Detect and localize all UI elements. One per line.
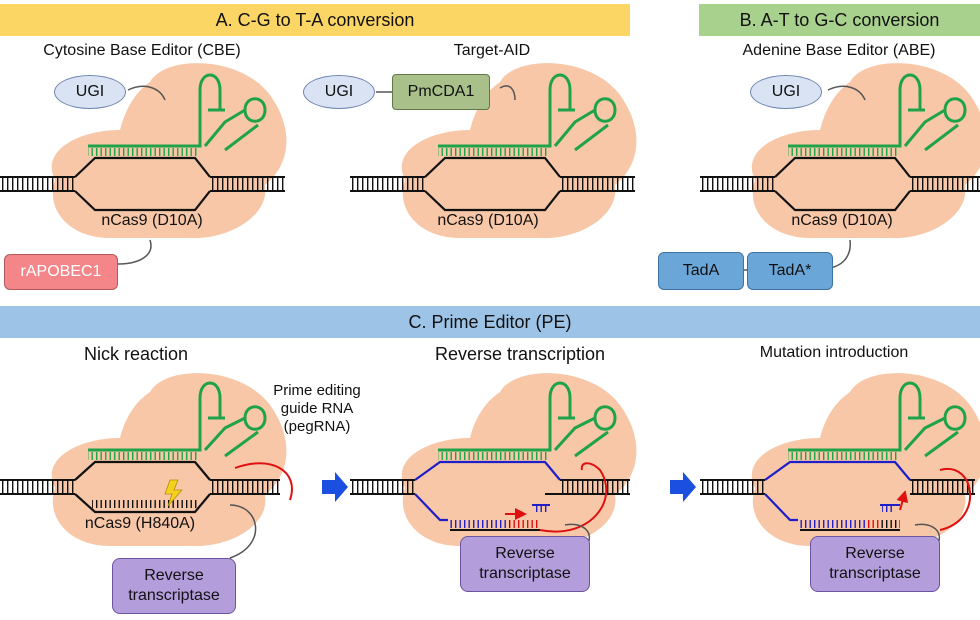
section-c-banner: C. Prime Editor (PE) — [0, 306, 980, 338]
ugi-protein: UGI — [750, 75, 822, 109]
reverse-transcriptase: Reverse transcriptase — [810, 536, 940, 592]
ugi-label: UGI — [75, 83, 105, 100]
cas9-label: nCas9 (D10A) — [791, 212, 893, 229]
grna — [88, 73, 267, 148]
rt-label-line: transcriptase — [479, 565, 571, 582]
rtx-title: Reverse transcription — [434, 344, 606, 364]
reverse-transcriptase: Reverse transcriptase — [112, 558, 236, 614]
ugi-protein: UGI — [303, 75, 375, 109]
mut-title: Mutation introduction — [759, 344, 909, 361]
rt-label-line: transcriptase — [829, 565, 921, 582]
pegrna-label-line: guide RNA — [280, 400, 354, 417]
tada-protein: TadA — [658, 252, 744, 290]
cas9-label: nCas9 (D10A) — [437, 212, 539, 229]
section-b-banner: B. A-T to G-C conversion — [699, 4, 980, 36]
cbe-diagram — [0, 63, 287, 265]
ugi-label: UGI — [771, 83, 801, 100]
rt-label-line: transcriptase — [128, 587, 220, 604]
rapobec1-label: rAPOBEC1 — [20, 263, 102, 280]
cas9-label: nCas9 (D10A) — [101, 212, 203, 229]
pegrna-label: Prime editing guide RNA (pegRNA) — [273, 382, 361, 436]
pegrna-label-line: Prime editing — [273, 382, 361, 399]
abe-diagram — [700, 63, 980, 271]
section-b-title: B. A-T to G-C conversion — [739, 9, 940, 30]
ugi-label: UGI — [324, 83, 354, 100]
section-a-title: A. C-G to T-A conversion — [215, 9, 415, 30]
section-a-banner: A. C-G to T-A conversion — [0, 4, 630, 36]
nick-diagram — [0, 373, 293, 559]
mut-diagram — [700, 373, 980, 559]
step-arrow-icon — [670, 472, 696, 502]
tada-star-label: TadA* — [768, 262, 812, 279]
tada-label: TadA — [682, 262, 720, 279]
nick-lightning-icon — [164, 479, 183, 507]
rt-label-line: Reverse — [144, 567, 204, 584]
rapobec1-protein: rAPOBEC1 — [4, 254, 118, 290]
nick-title: Nick reaction — [83, 344, 189, 364]
rt-label-line: Reverse — [845, 545, 905, 562]
rtx-diagram — [350, 373, 637, 559]
pmcda1-protein: PmCDA1 — [392, 74, 490, 110]
step-arrow-icon — [322, 472, 348, 502]
dna-bubble — [74, 156, 211, 212]
pegrna-label-line: (pegRNA) — [283, 418, 351, 435]
pegrna-extension — [234, 462, 293, 501]
tada-star-protein: TadA* — [747, 252, 833, 290]
cas9-label: nCas9 (H840A) — [84, 515, 196, 532]
section-c-title: C. Prime Editor (PE) — [408, 311, 572, 332]
abe-title: Adenine Base Editor (ABE) — [742, 42, 936, 59]
rt-label-line: Reverse — [495, 545, 555, 562]
target-aid-title: Target-AID — [453, 42, 531, 59]
reverse-transcriptase: Reverse transcriptase — [460, 536, 590, 592]
pmcda1-label: PmCDA1 — [407, 83, 475, 100]
ugi-protein: UGI — [54, 75, 126, 109]
cbe-title: Cytosine Base Editor (CBE) — [43, 42, 241, 59]
target-aid-diagram — [350, 63, 637, 239]
